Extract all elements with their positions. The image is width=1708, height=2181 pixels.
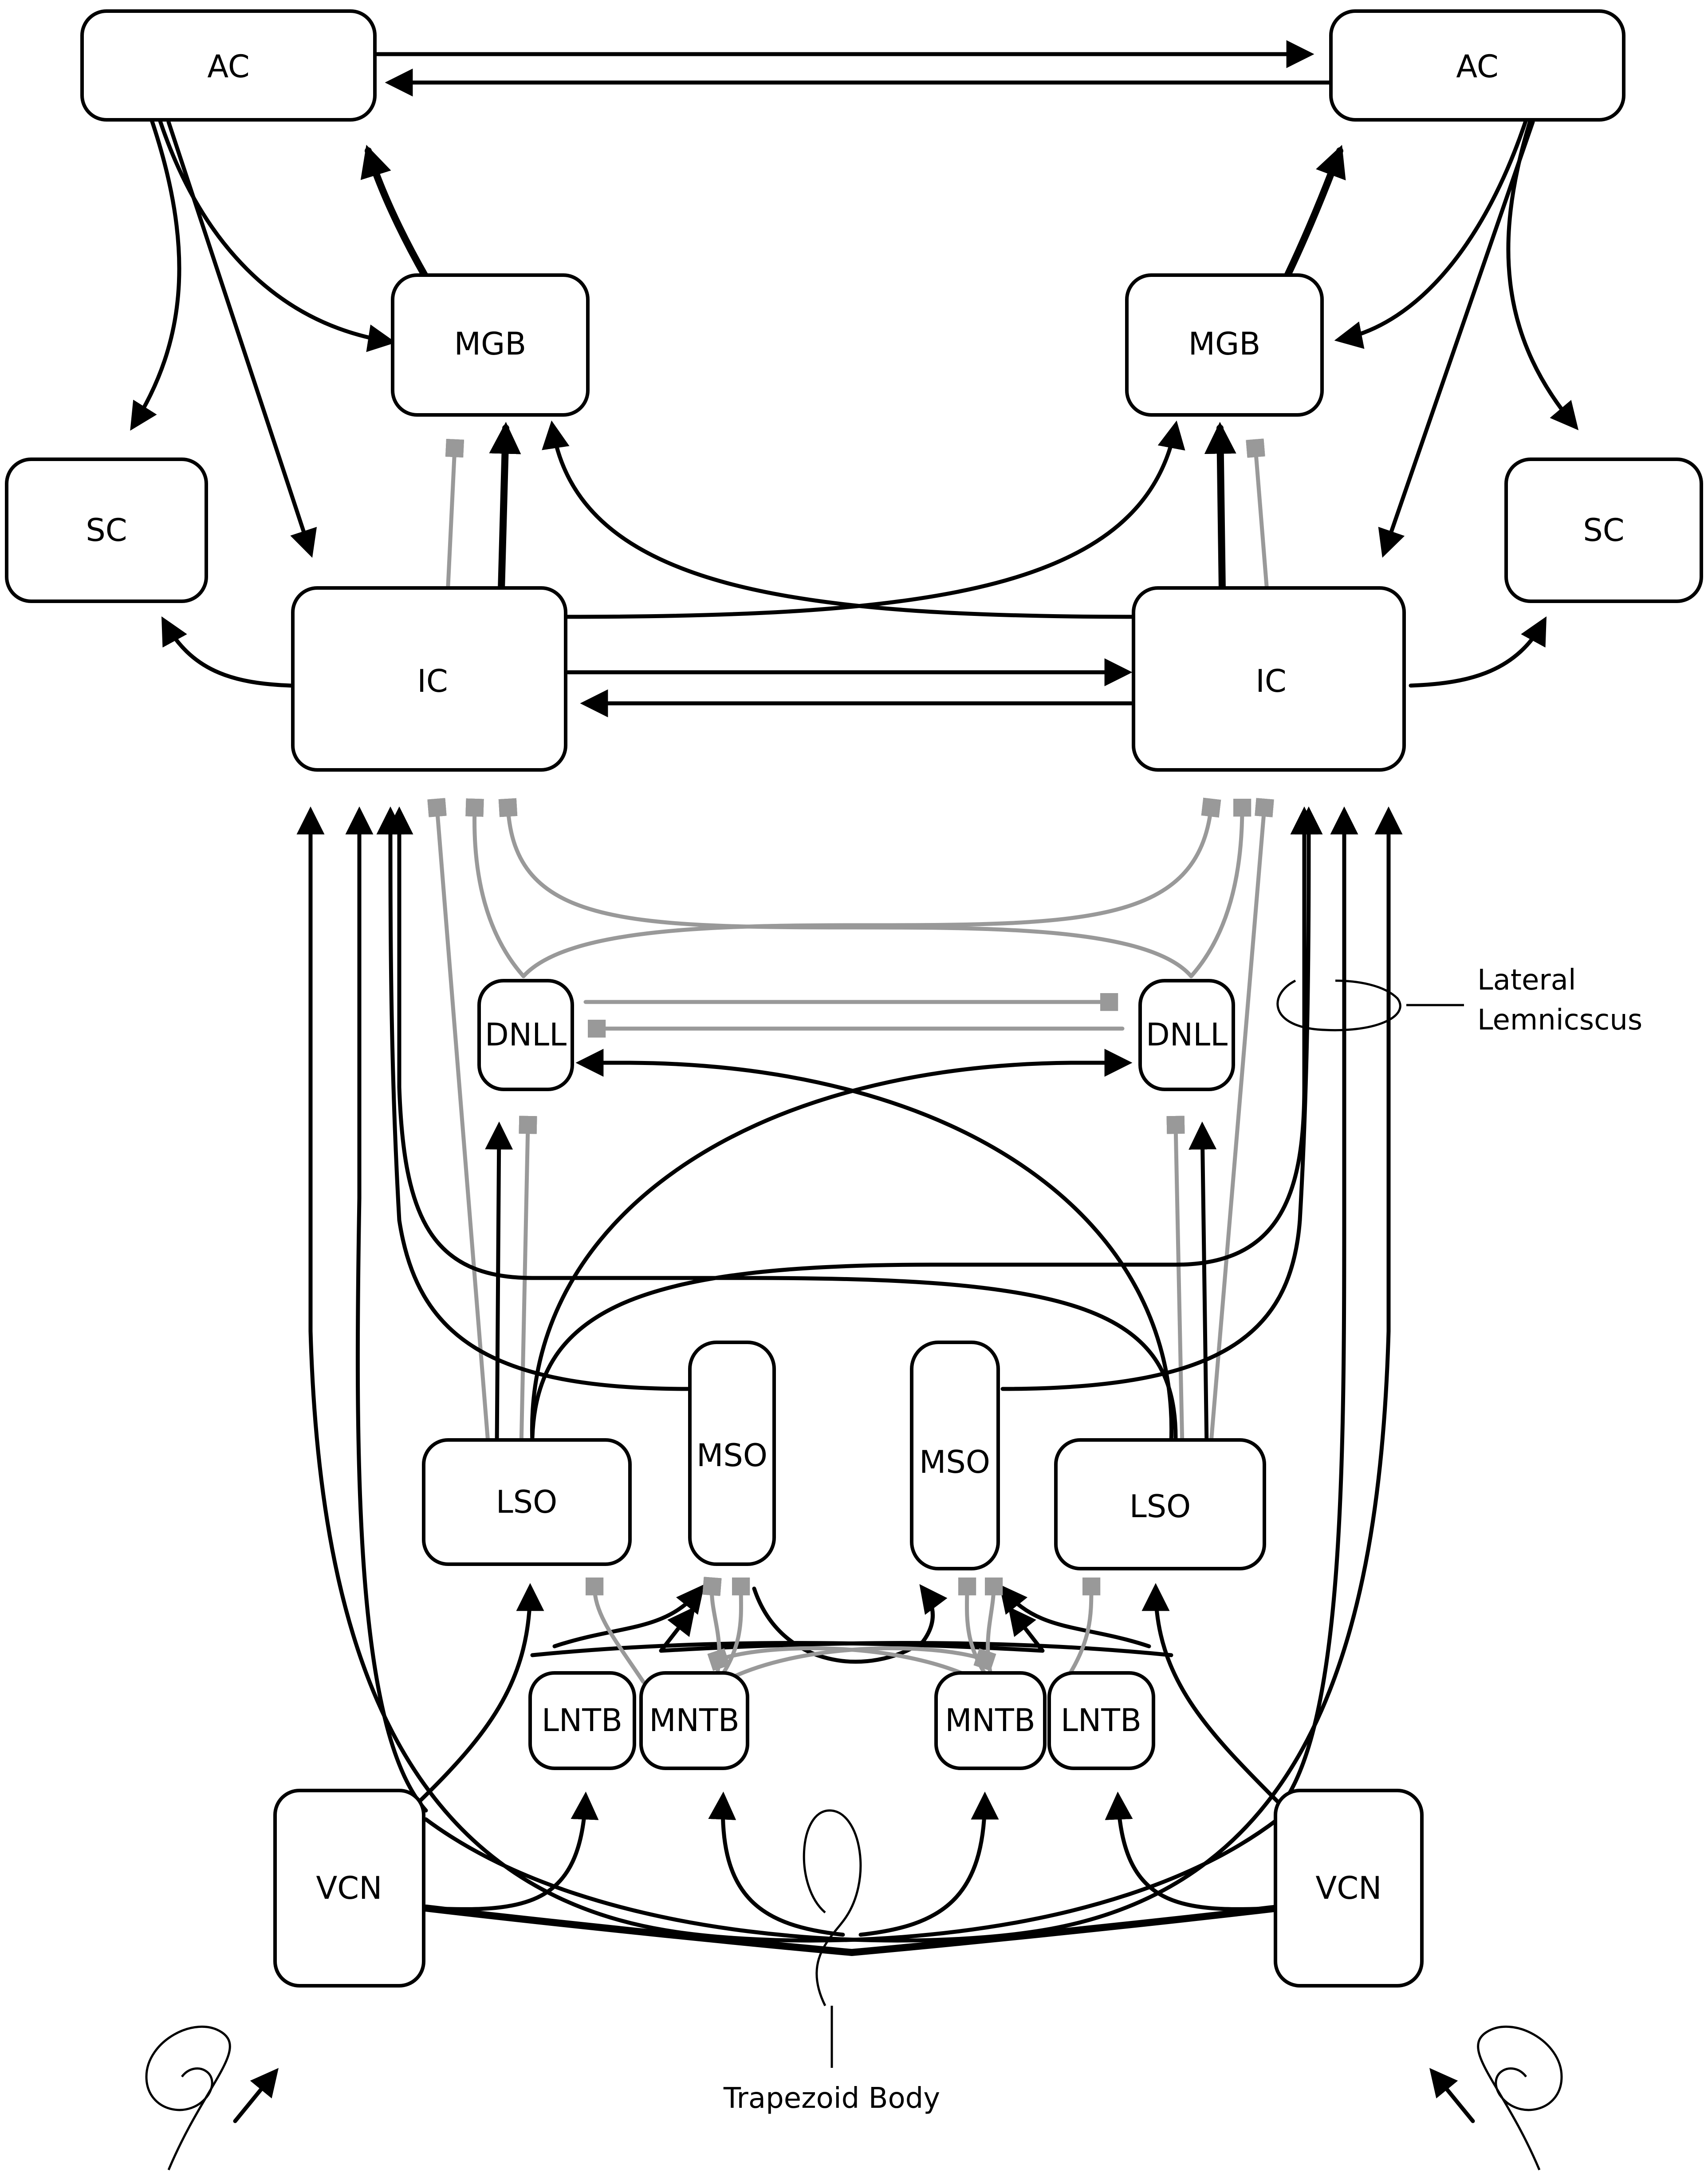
svg-text:SC: SC: [1583, 512, 1624, 548]
svg-text:MNTB: MNTB: [649, 1702, 740, 1739]
edge-cochlea-right-to-vcn-right: [1429, 2068, 1475, 2123]
edge-ic-left-to-sc-left: [161, 616, 293, 688]
edge-ic-right-to-mgb-right-inhibitory: [1246, 438, 1269, 588]
node-ac-left: AC: [80, 9, 377, 122]
edge-lso-left-to-ic-right: [530, 806, 1318, 1440]
node-ic-left: IC: [291, 586, 567, 772]
edge-lso-right-to-ic-left: [385, 806, 1178, 1440]
node-lntb-right: LNTB: [1047, 1671, 1155, 1770]
node-lntb-left: LNTB: [528, 1671, 636, 1770]
edge-vcn-left-to-mso-left: [552, 1584, 704, 1649]
cochlea-right-icon: [1477, 2025, 1563, 2170]
node-mgb-right: MGB: [1125, 273, 1324, 417]
node-dnll-right: DNLL: [1138, 979, 1235, 1091]
svg-text:SC: SC: [86, 512, 127, 548]
svg-text:VCN: VCN: [316, 1870, 382, 1906]
edge-dnll-right-to-ic-right-inhibitory: [1189, 798, 1251, 978]
node-mntb-left: MNTB: [639, 1671, 749, 1770]
edge-dnll-right-to-ic-left-inhibitory: [498, 798, 1193, 978]
node-mgb-left: MGB: [391, 273, 590, 417]
edge-vcn-left-to-midline: [422, 1905, 1281, 1956]
node-dnll-left: DNLL: [477, 979, 574, 1091]
cochlea-left-icon: [145, 2025, 231, 2170]
edge-lso-left-to-dnll-right: [530, 1049, 1133, 1444]
nodes: AC AC MGB MGB SC SC IC IC: [5, 9, 1703, 1988]
node-mntb-right: MNTB: [934, 1671, 1047, 1770]
svg-text:LSO: LSO: [496, 1484, 558, 1520]
edge-vcn-left-to-lso-left: [417, 1583, 544, 1804]
edge-vcn-right-to-lntb-right: [1105, 1791, 1280, 1911]
edge-ac-left-to-sc-left: [130, 115, 181, 431]
edge-ac-left-to-ic-left: [166, 120, 317, 558]
edge-vcn-right-to-ic-left: [296, 806, 1280, 1943]
svg-text:MGB: MGB: [454, 326, 527, 362]
edge-vcn-right-to-ic-right: [1275, 806, 1358, 1813]
svg-text:MGB: MGB: [1189, 326, 1261, 362]
trapezoid-body-label: Trapezoid Body: [723, 2082, 940, 2115]
node-mso-right: MSO: [910, 1341, 1000, 1570]
edge-ic-left-to-mgb-right: [563, 420, 1185, 619]
edge-lntb-right-to-lso-right-inhibitory: [1063, 1577, 1101, 1684]
edge-lntb-left-to-mso-left-inhibitory: [585, 1577, 645, 1684]
svg-text:AC: AC: [1456, 48, 1499, 85]
edge-lso-left-to-ic-left-inhibitory: [427, 798, 490, 1444]
svg-text:DNLL: DNLL: [485, 1017, 567, 1053]
svg-text:MSO: MSO: [697, 1437, 767, 1474]
edge-lso-right-to-dnll-left: [575, 1049, 1174, 1444]
svg-text:DNLL: DNLL: [1146, 1017, 1228, 1053]
edge-vcn-right-to-mntb-left: [708, 1791, 845, 1937]
node-ac-right: AC: [1329, 9, 1625, 122]
edge-mso-right-to-ic-right: [1000, 806, 1323, 1391]
edge-ac-left-to-mgb-left: [157, 118, 396, 352]
edge-lso-left-to-dnll-left-inhibitory: [519, 1116, 537, 1449]
lateral-lemniscus-label-line1: Lateral: [1477, 964, 1576, 997]
svg-text:VCN: VCN: [1315, 1870, 1381, 1906]
edge-mgb-left-to-ac-left: [360, 145, 429, 281]
svg-text:IC: IC: [1255, 663, 1287, 699]
edge-ac-right-to-mgb-right: [1334, 118, 1528, 349]
edge-vcn-right-to-lso-right: [1141, 1583, 1280, 1804]
edge-lso-right-to-dnll-right: [1189, 1121, 1217, 1449]
node-lso-left: LSO: [422, 1438, 632, 1566]
svg-text:LNTB: LNTB: [1061, 1702, 1141, 1739]
edge-ic-right-to-mgb-right: [1204, 422, 1236, 594]
node-mso-left: MSO: [688, 1341, 776, 1566]
node-ic-right: IC: [1132, 586, 1406, 772]
edge-vcn-right-to-mso-right: [999, 1584, 1151, 1649]
edge-ic-left-to-mgb-left: [489, 422, 521, 594]
edge-cochlea-left-to-vcn-left: [233, 2068, 279, 2123]
connections: [130, 40, 1579, 2123]
node-sc-left: SC: [5, 457, 208, 603]
edge-lso-right-to-ic-right-inhibitory: [1209, 798, 1274, 1444]
node-vcn-right: VCN: [1274, 1789, 1424, 1988]
edge-dnll-left-to-ic-left-inhibitory: [465, 798, 526, 978]
edge-mso-left-to-ic-left: [376, 806, 690, 1391]
lateral-lemniscus-label-line2: Lemnicscus: [1477, 1004, 1642, 1037]
node-lso-right: LSO: [1054, 1438, 1266, 1570]
edge-lso-right-to-dnll-right-inhibitory: [1166, 1116, 1185, 1449]
node-vcn-left: VCN: [273, 1789, 425, 1988]
svg-text:LNTB: LNTB: [542, 1702, 622, 1739]
edge-lso-left-to-dnll-left: [485, 1121, 513, 1449]
svg-text:AC: AC: [207, 48, 250, 85]
edge-vcn-left-to-ic-right: [424, 806, 1403, 1943]
svg-text:IC: IC: [417, 663, 448, 699]
edge-ic-right-to-mgb-left: [542, 420, 1138, 619]
edge-dnll-left-to-ic-right-inhibitory: [521, 797, 1221, 978]
node-sc-right: SC: [1504, 457, 1703, 603]
svg-text:LSO: LSO: [1129, 1488, 1191, 1525]
trapezoid-body-marker: Trapezoid Body: [723, 1809, 940, 2115]
edge-ac-right-to-ic-right: [1378, 120, 1535, 558]
edge-mgb-right-to-ac-right: [1283, 145, 1346, 281]
lateral-lemniscus-marker: Lateral Lemnicscus: [1276, 964, 1642, 1037]
edge-ic-right-to-sc-right: [1409, 616, 1547, 688]
edge-vcn-left-to-mntb-right: [858, 1791, 999, 1937]
edge-ic-left-to-mgb-left-inhibitory: [445, 438, 464, 588]
edge-vcn-left-to-mso-right-lower: [752, 1584, 948, 1664]
svg-text:MSO: MSO: [919, 1444, 990, 1480]
edge-vcn-left-to-ic-left: [345, 806, 428, 1813]
svg-text:MNTB: MNTB: [945, 1702, 1035, 1739]
edge-mntb-right-to-mso-left-inhibitory: [707, 1646, 983, 1684]
